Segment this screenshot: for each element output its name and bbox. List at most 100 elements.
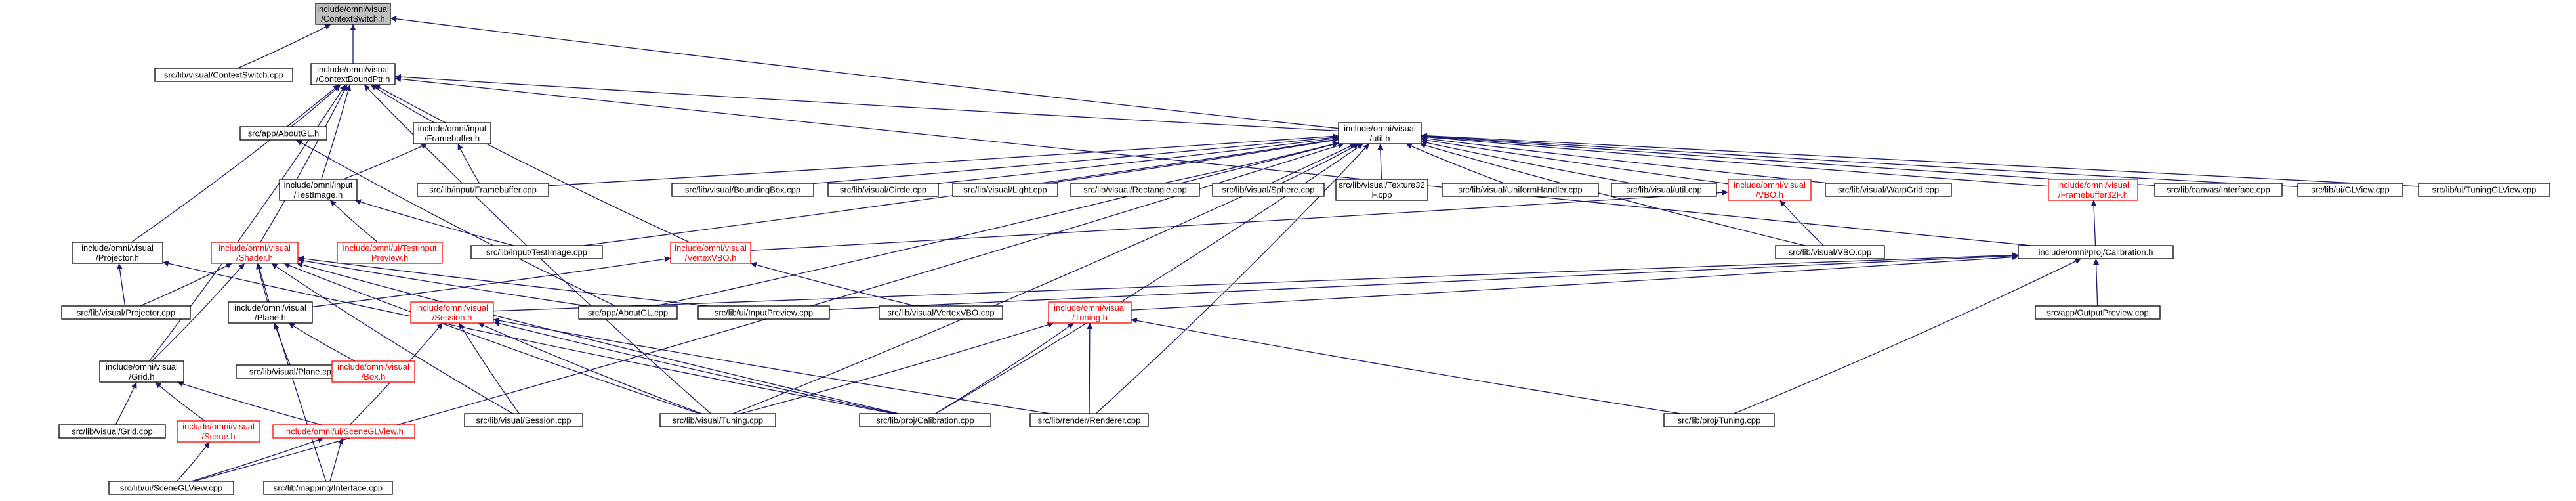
edge-renderer_cpp-to-tuning_h [1087, 322, 1093, 414]
ctxbound-h-node[interactable]: include/omni/visual/ContextBoundPtr.h [310, 63, 396, 85]
node-box [1611, 183, 1717, 197]
edge [1095, 143, 1370, 414]
node-label-line: include/omni/visual [234, 303, 306, 313]
edge [297, 257, 587, 307]
edge-texture32f_cpp-to-util_h [1377, 143, 1384, 180]
vertexvbo-h-node[interactable]: include/omni/visual/VertexVBO.h [670, 242, 751, 264]
node-label-line: include/omni/visual [1054, 303, 1126, 313]
edge-proj_tuning_cpp-to-tuning_h [1131, 317, 1681, 414]
node-box [879, 305, 1003, 320]
grid-cpp-node[interactable]: src/lib/visual/Grid.cpp [58, 424, 166, 439]
edge [1421, 134, 2049, 187]
rectangle-cpp-node[interactable]: src/lib/visual/Rectangle.cpp [1070, 183, 1200, 197]
edge-calibration_h-to-fb32f_h [2090, 200, 2097, 246]
tuning-cpp-node[interactable]: src/lib/visual/Tuning.cpp [659, 413, 776, 427]
input-testimage-cpp-node[interactable]: src/lib/input/TestImage.cpp [470, 245, 603, 259]
projector-cpp-node[interactable]: src/lib/visual/Projector.cpp [61, 305, 191, 320]
edge-vbo_cpp-to-util_h [1419, 142, 1806, 246]
node-label-line: include/omni/input [284, 180, 353, 190]
node-label-line: /Shader.h [236, 253, 273, 263]
node-label-line: include/omni/proj/Calibration.h [2039, 248, 2153, 257]
sphere-cpp-node[interactable]: src/lib/visual/Sphere.cpp [1212, 183, 1325, 197]
node-label-line: src/lib/visual/Grid.cpp [72, 427, 153, 437]
edge [1421, 137, 1729, 185]
ctxswitch-cpp-node[interactable]: src/lib/visual/ContextSwitch.cpp [154, 68, 293, 82]
edge-vbo_h-to-util_h [1421, 137, 1729, 185]
light-cpp-node[interactable]: src/lib/visual/Light.cpp [952, 183, 1058, 197]
edge-tuning_cpp-to-tuning_h [740, 322, 1054, 414]
box-h-node[interactable]: include/omni/visual/Box.h [331, 360, 415, 383]
circle-cpp-node[interactable]: src/lib/visual/Circle.cpp [827, 183, 939, 197]
node-label-line: src/lib/proj/Calibration.cpp [876, 416, 974, 425]
fb32f-h-node[interactable]: include/omni/visual/Framebuffer32F.h [2048, 179, 2138, 201]
grid-h-node[interactable]: include/omni/visual/Grid.h [99, 360, 184, 383]
projector-h-node[interactable]: include/omni/visual/Projector.h [72, 242, 163, 264]
session-h-node[interactable]: include/omni/visual/Session.h [410, 301, 494, 324]
input-fb-cpp-node[interactable]: src/lib/input/Framebuffer.cpp [417, 183, 549, 197]
node-label-line: src/lib/visual/VBO.cpp [1789, 248, 1871, 257]
boundingbox-cpp-node[interactable]: src/lib/visual/BoundingBox.cpp [671, 183, 814, 197]
ctxswitch-h-node[interactable]: include/omni/visual/ContextSwitch.h [315, 3, 391, 25]
plane-h-node[interactable]: include/omni/visual/Plane.h [228, 301, 313, 324]
node-label-line: src/lib/visual/Sphere.cpp [1222, 185, 1315, 195]
node-box [337, 242, 443, 264]
aboutgl-h-node[interactable]: src/app/AboutGL.h [239, 126, 327, 141]
node-box [2418, 183, 2550, 197]
edge [750, 189, 1729, 251]
edge [354, 199, 514, 246]
warpgrid-cpp-node[interactable]: src/lib/visual/WarpGrid.cpp [1825, 183, 1952, 197]
node-label-line: src/lib/proj/Tuning.cpp [1678, 416, 1761, 425]
input-fb-h-node[interactable]: include/omni/input/Framebuffer.h [413, 122, 491, 144]
shader-h-node[interactable]: include/omni/visual/Shader.h [211, 242, 299, 264]
edge-util_cpp-to-util_h [1421, 140, 1631, 184]
sceneglview-cpp-node[interactable]: src/lib/ui/SceneGLView.cpp [108, 481, 234, 495]
vbo-h-node[interactable]: include/omni/visual/VBO.h [1728, 179, 1812, 201]
edge-tuning_cpp-to-shader_h [283, 263, 700, 414]
edge [813, 134, 1339, 185]
node-box [464, 413, 583, 427]
node-label-line: include/omni/visual [416, 303, 488, 313]
util-cpp-node[interactable]: src/lib/visual/util.cpp [1611, 183, 1717, 197]
inputpreview-cpp-node[interactable]: src/lib/ui/InputPreview.cpp [697, 305, 830, 320]
edge [255, 263, 268, 303]
node-label-line: include/omni/visual [1344, 123, 1416, 133]
node-box [2035, 305, 2161, 320]
input-testimage-h-node[interactable]: include/omni/input/TestImage.h [279, 179, 358, 201]
edge [191, 437, 324, 482]
canvas-iface-cpp-node[interactable]: src/lib/canvas/Interface.cpp [2154, 183, 2283, 197]
plane-cpp-node[interactable]: src/lib/visual/Plane.cpp [236, 364, 350, 379]
tuningglview-cpp-node[interactable]: src/lib/ui/TuningGLView.cpp [2418, 183, 2550, 197]
proj-tuning-cpp-node[interactable]: src/lib/proj/Tuning.cpp [1663, 413, 1775, 427]
outputpreview-cpp-node[interactable]: src/app/OutputPreview.cpp [2035, 305, 2161, 320]
node-box [2297, 183, 2403, 197]
edge-renderer_cpp-to-session_h [493, 317, 1050, 414]
node-label-line: src/lib/visual/UniformHandler.cpp [1458, 185, 1582, 195]
edge-outputpreview_cpp-to-calibration_h [2093, 258, 2100, 307]
vertexvbo-cpp-node[interactable]: src/lib/visual/VertexVBO.cpp [879, 305, 1003, 320]
mapping-iface-cpp-node[interactable]: src/lib/mapping/Interface.cpp [263, 481, 393, 495]
glview-cpp-node[interactable]: src/lib/ui/GLView.cpp [2297, 183, 2403, 197]
edge [296, 262, 900, 414]
edge-plane_cpp-to-plane_h [273, 322, 291, 366]
vbo-cpp-node[interactable]: src/lib/visual/VBO.cpp [1775, 245, 1885, 259]
aboutgl-cpp-node[interactable]: src/app/AboutGL.cpp [578, 305, 678, 320]
node-label-line: src/lib/visual/VertexVBO.cpp [887, 308, 994, 318]
session-cpp-node[interactable]: src/lib/visual/Session.cpp [464, 413, 583, 427]
util-h-node[interactable]: include/omni/visual/util.h [1338, 122, 1422, 144]
scene-h-node[interactable]: include/omni/visual/Scene.h [177, 420, 260, 443]
node-box [279, 179, 358, 201]
calibration-cpp-node[interactable]: src/lib/proj/Calibration.cpp [859, 413, 991, 427]
tuning-h-node[interactable]: include/omni/visual/Tuning.h [1048, 301, 1132, 324]
calibration-h-node[interactable]: include/omni/proj/Calibration.h [2018, 245, 2174, 259]
renderer-cpp-node[interactable]: src/lib/render/Renderer.cpp [1029, 413, 1149, 427]
uniformhandler-cpp-node[interactable]: src/lib/visual/UniformHandler.cpp [1442, 183, 1599, 197]
sceneglview-h-node[interactable]: include/omni/ui/SceneGLView.h [272, 424, 415, 439]
node-box [1212, 183, 1325, 197]
edge [1405, 143, 1505, 184]
edge-input_fb_cpp-to-input_fb_h [457, 143, 480, 184]
node-label-line: src/lib/visual/Circle.cpp [840, 185, 926, 195]
node-box [72, 242, 163, 264]
